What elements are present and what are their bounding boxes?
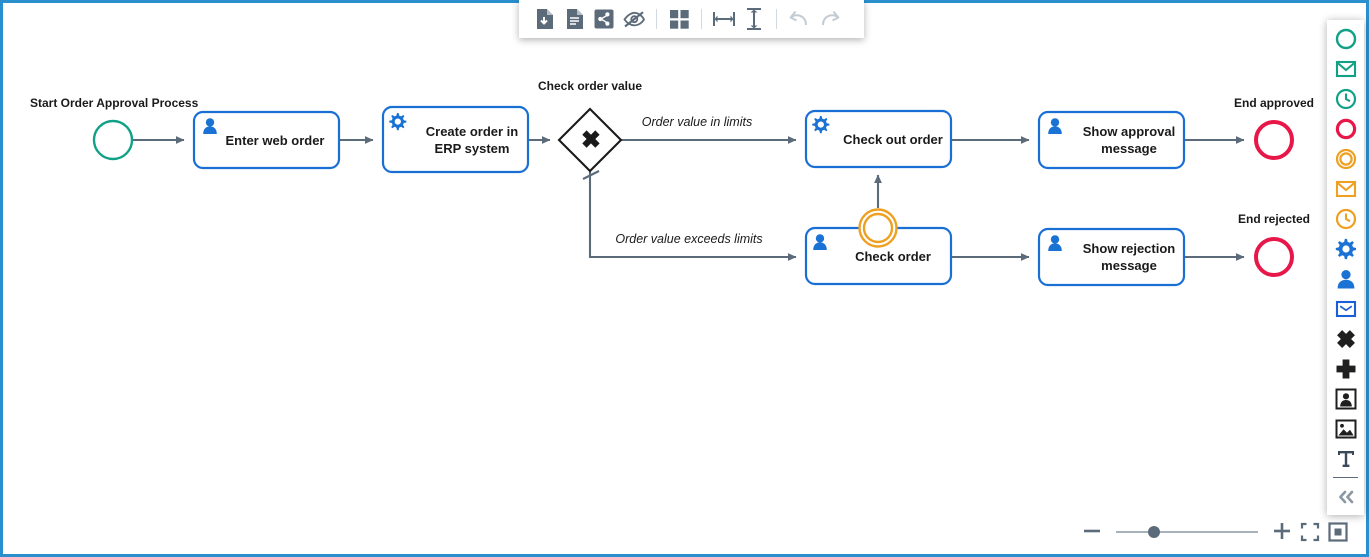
share-icon[interactable]: [589, 4, 619, 34]
document-icon[interactable]: [559, 4, 589, 34]
node-show-approval-message[interactable]: Show approval message: [1037, 110, 1186, 170]
exclusive-gateway-tool[interactable]: [1327, 324, 1364, 354]
node-start-event[interactable]: [92, 119, 134, 161]
default-flow-marker: [582, 170, 600, 180]
end-event-tool[interactable]: [1327, 114, 1364, 144]
service-task-icon: [389, 113, 407, 131]
distribute-horizontal-icon[interactable]: [709, 4, 739, 34]
start-event-tool[interactable]: [1327, 24, 1364, 54]
export-file-icon[interactable]: [529, 4, 559, 34]
zoom-out-button[interactable]: [1078, 518, 1106, 546]
text-annotation-tool[interactable]: [1327, 444, 1364, 474]
user-task-icon: [1048, 235, 1062, 251]
redo-icon[interactable]: [814, 4, 844, 34]
label-end-approved: End approved: [1234, 96, 1314, 110]
zoom-controls: [1078, 517, 1352, 547]
node-check-out-order[interactable]: Check out order: [804, 109, 953, 169]
node-check-order[interactable]: Check order: [804, 226, 953, 286]
eye-slash-icon[interactable]: [619, 4, 649, 34]
image-tool[interactable]: [1327, 414, 1364, 444]
zoom-slider-track-line: [1116, 531, 1258, 533]
node-end-rejected[interactable]: [1254, 237, 1294, 277]
parallel-gateway-tool[interactable]: [1327, 354, 1364, 384]
message-intermediate-event-tool[interactable]: [1327, 174, 1364, 204]
label-end-rejected: End rejected: [1238, 212, 1310, 226]
label-check-out-order: Check out order: [843, 132, 943, 147]
label-show-approval-message-line2: message: [1101, 141, 1157, 156]
undo-icon[interactable]: [784, 4, 814, 34]
distribute-vertical-icon[interactable]: [739, 4, 769, 34]
user-task-icon: [813, 234, 827, 250]
user-task-icon: [1048, 118, 1062, 134]
pool-tool[interactable]: [1327, 384, 1364, 414]
diagram-toolbar: [519, 0, 864, 38]
intermediate-event-tool[interactable]: [1327, 144, 1364, 174]
element-palette: [1327, 20, 1364, 515]
label-enter-web-order: Enter web order: [226, 133, 325, 148]
message-start-event-tool[interactable]: [1327, 54, 1364, 84]
service-task-tool[interactable]: [1327, 234, 1364, 264]
label-flow-exceeds-limits: Order value exceeds limits: [615, 232, 762, 246]
node-end-approved[interactable]: [1254, 120, 1294, 160]
diagram-canvas[interactable]: Start Order Approval Process Enter web o…: [3, 3, 1366, 554]
label-show-rejection-message-line1: Show rejection: [1083, 241, 1176, 256]
label-flow-in-limits: Order value in limits: [642, 115, 752, 129]
palette-divider: [1333, 477, 1358, 478]
node-create-order-erp[interactable]: Create order in ERP system: [381, 105, 530, 174]
exclusive-gateway-x-icon: [582, 130, 600, 148]
timer-start-event-tool[interactable]: [1327, 84, 1364, 114]
sequence-flows[interactable]: [133, 136, 1245, 261]
label-create-order-erp-line1: Create order in: [426, 124, 519, 139]
label-check-order: Check order: [855, 249, 931, 264]
send-task-tool[interactable]: [1327, 294, 1364, 324]
label-start-event: Start Order Approval Process: [30, 96, 199, 110]
label-show-approval-message-line1: Show approval: [1083, 124, 1175, 139]
node-check-order-value-gateway[interactable]: [557, 107, 623, 173]
timer-intermediate-event-tool[interactable]: [1327, 204, 1364, 234]
label-create-order-erp-line2: ERP system: [435, 141, 510, 156]
actual-size-icon[interactable]: [1324, 518, 1352, 546]
zoom-slider-handle[interactable]: [1148, 526, 1161, 538]
collapse-palette-button[interactable]: [1327, 482, 1364, 512]
grid-icon[interactable]: [664, 4, 694, 34]
toolbar-divider: [776, 9, 777, 29]
service-task-icon: [812, 116, 830, 134]
zoom-slider[interactable]: [1116, 525, 1258, 539]
node-enter-web-order[interactable]: Enter web order: [192, 110, 341, 170]
user-task-icon: [203, 118, 217, 134]
label-show-rejection-message-line2: message: [1101, 258, 1157, 273]
toolbar-divider: [701, 9, 702, 29]
node-show-rejection-message[interactable]: Show rejection message: [1037, 227, 1186, 287]
user-task-tool[interactable]: [1327, 264, 1364, 294]
zoom-in-button[interactable]: [1268, 518, 1296, 546]
toolbar-divider: [656, 9, 657, 29]
label-check-order-value: Check order value: [538, 79, 642, 93]
boundary-intermediate-event[interactable]: [858, 208, 898, 248]
fit-to-screen-icon[interactable]: [1296, 518, 1324, 546]
flow-gateway-to-checkorder[interactable]: [588, 171, 797, 261]
